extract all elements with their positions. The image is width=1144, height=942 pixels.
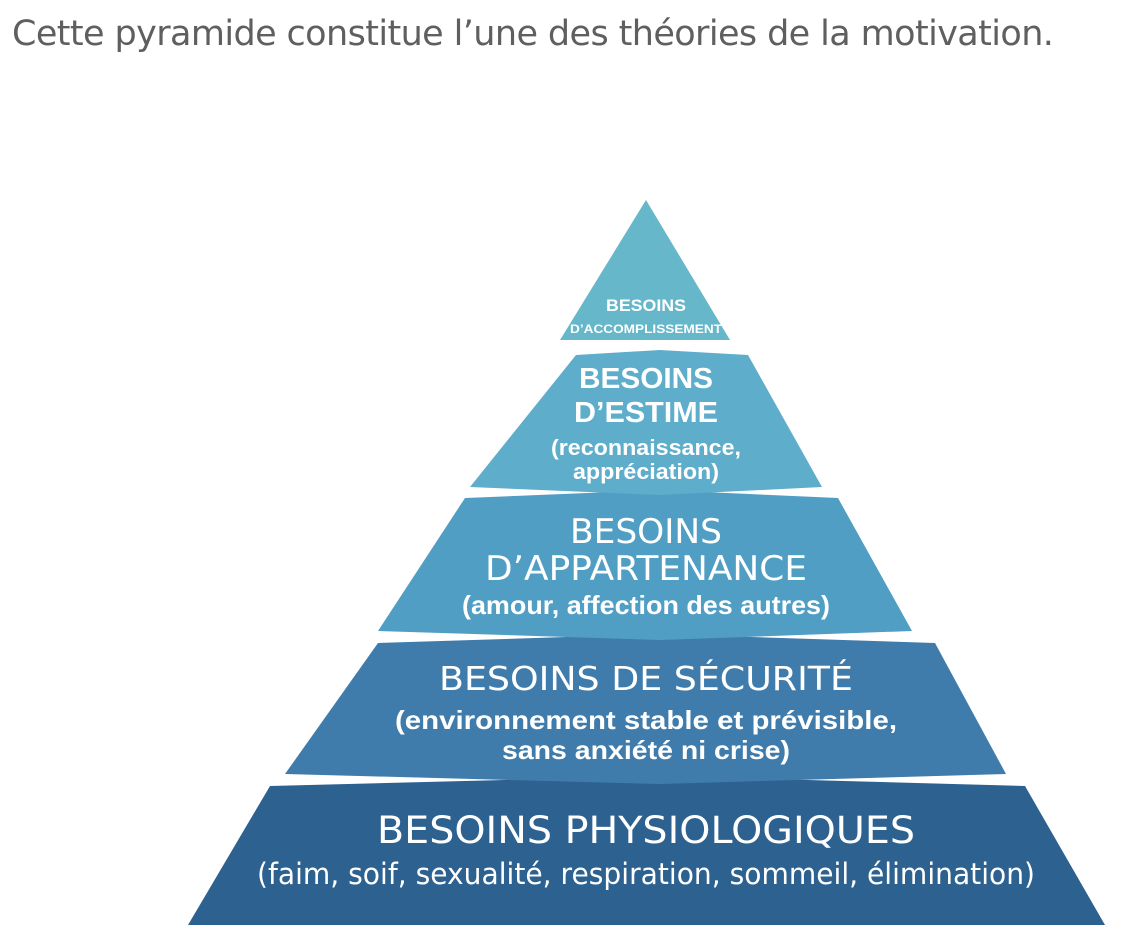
level-securite-subtitle-line2: sans anxiété ni crise) [502, 735, 790, 765]
level-accomplissement-title-line2: D’ACCOMPLISSEMENT [570, 322, 723, 336]
level-physiologiques-shape [188, 776, 1105, 925]
level-physiologiques: BESOINS PHYSIOLOGIQUES (faim, soif, sexu… [188, 776, 1105, 925]
level-appartenance-subtitle: (amour, affection des autres) [462, 590, 830, 620]
level-appartenance: BESOINS D’APPARTENANCE (amour, affection… [378, 490, 912, 640]
level-estime: BESOINS D’ESTIME (reconnaissance, appréc… [470, 350, 822, 495]
level-appartenance-shape [378, 490, 912, 640]
level-appartenance-title-line1: BESOINS [570, 512, 722, 552]
level-securite-subtitle-line1: (environnement stable et prévisible, [395, 705, 897, 735]
level-securite-shape [285, 634, 1006, 784]
level-estime-title-line2: D’ESTIME [574, 397, 718, 429]
level-physiologiques-title: BESOINS PHYSIOLOGIQUES [377, 809, 915, 852]
level-securite-title: BESOINS DE SÉCURITÉ [439, 658, 853, 698]
level-estime-subtitle-line1: (reconnaissance, [551, 435, 741, 460]
level-accomplissement-title-line1: BESOINS [606, 296, 686, 315]
level-accomplissement: BESOINS D’ACCOMPLISSEMENT [560, 200, 730, 340]
level-physiologiques-subtitle: (faim, soif, sexualité, respiration, som… [257, 857, 1035, 891]
level-estime-title-line1: BESOINS [579, 363, 713, 395]
level-securite: BESOINS DE SÉCURITÉ (environnement stabl… [285, 634, 1006, 784]
level-appartenance-title-line2: D’APPARTENANCE [485, 549, 807, 589]
level-estime-shape [470, 350, 822, 495]
level-accomplissement-shape [560, 200, 730, 340]
level-estime-subtitle-line2: appréciation) [573, 459, 719, 484]
caption: Cette pyramide constitue l’une des théor… [12, 14, 1054, 54]
